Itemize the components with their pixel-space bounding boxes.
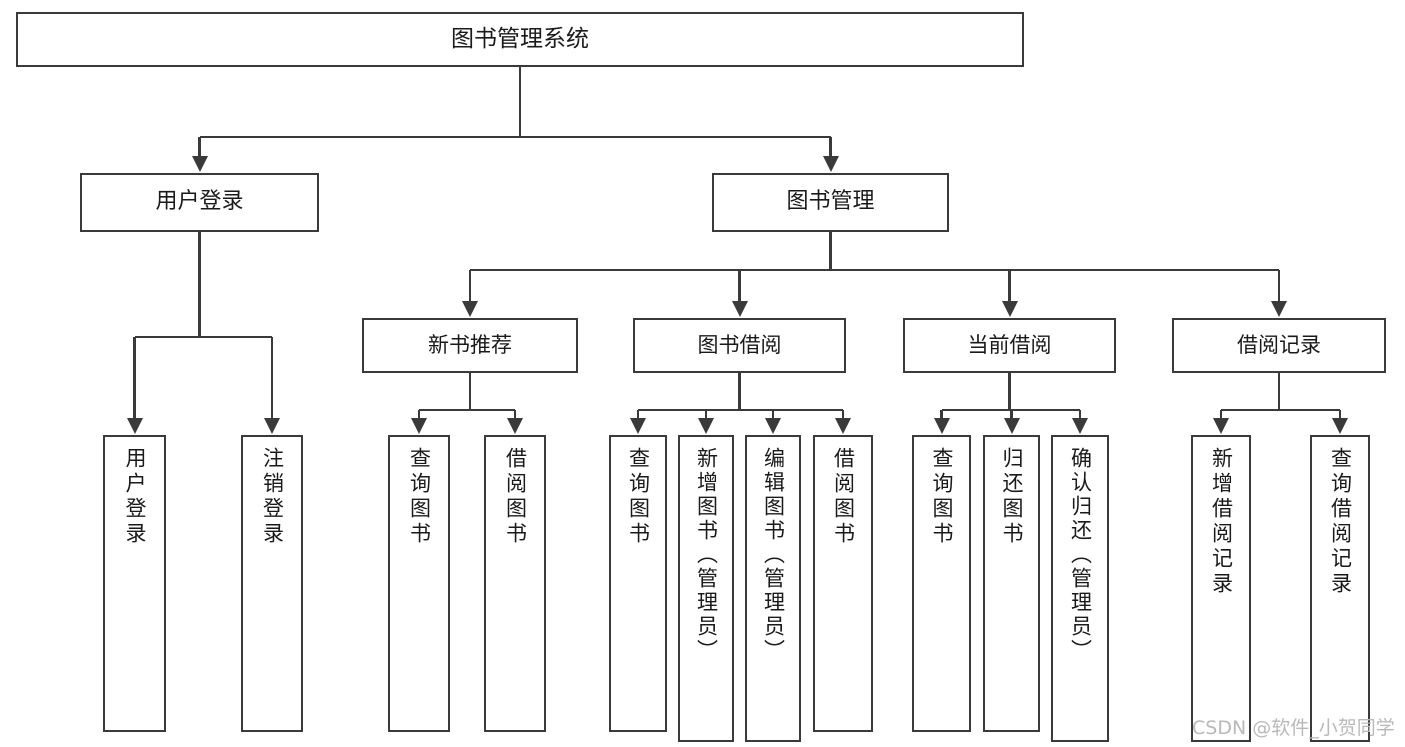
connector-to-leaf-borrow-book-2 — [841, 410, 845, 419]
node-leaf-query-book-1[interactable]: 查询图书 — [388, 435, 450, 732]
node-user-login[interactable]: 用户登录 — [80, 173, 319, 232]
arrowhead-icon — [835, 418, 851, 434]
node-leaf-add-book[interactable]: 新增图书（管理员） — [678, 435, 734, 742]
node-label: 新增借阅记录 — [1209, 447, 1234, 597]
arrowhead-icon — [698, 418, 714, 434]
connector-to-current-borrow — [1008, 270, 1011, 302]
node-label: 归还图书 — [1000, 447, 1024, 547]
connector-new-book-rec-bus — [419, 408, 515, 412]
connector-user-login-stem — [198, 232, 201, 337]
connector-to-new-book-rec — [468, 270, 472, 302]
arrowhead-icon — [126, 418, 143, 434]
connector-to-leaf-query-book-3 — [940, 410, 943, 419]
node-leaf-add-record[interactable]: 新增借阅记录 — [1191, 435, 1251, 742]
connector-to-leaf-borrow-book-1 — [513, 410, 517, 419]
arrowhead-icon — [1213, 418, 1229, 434]
node-leaf-borrow-book-1[interactable]: 借阅图书 — [484, 435, 546, 732]
arrowhead-icon — [630, 418, 646, 434]
node-current-borrow[interactable]: 当前借阅 — [903, 318, 1116, 373]
connector-new-book-rec-stem — [468, 373, 472, 410]
arrowhead-icon — [765, 418, 781, 434]
connector-to-leaf-edit-book — [771, 410, 775, 419]
connector-book-manage-bus — [470, 268, 1279, 272]
connector-borrow-record-stem — [1277, 373, 1281, 410]
connector-to-leaf-query-record — [1338, 410, 1342, 419]
node-leaf-query-record[interactable]: 查询借阅记录 — [1310, 435, 1370, 742]
arrowhead-icon — [933, 418, 950, 434]
node-leaf-borrow-book-2[interactable]: 借阅图书 — [813, 435, 873, 732]
connector-current-borrow-stem — [1008, 373, 1011, 410]
connector-book-manage-stem — [829, 232, 832, 270]
node-label: 借阅图书 — [831, 447, 856, 547]
node-leaf-confirm-return[interactable]: 确认归还（管理员） — [1051, 435, 1109, 742]
connector-to-leaf-query-book-1 — [417, 410, 421, 419]
node-label: 借阅记录 — [1237, 332, 1321, 357]
arrowhead-icon — [822, 156, 839, 172]
connector-to-leaf-add-book — [704, 410, 708, 419]
node-label: 图书管理 — [786, 189, 875, 215]
node-label: 借阅图书 — [503, 447, 528, 547]
connector-to-leaf-logout-login — [270, 337, 274, 419]
arrowhead-icon — [1332, 418, 1348, 434]
connector-to-leaf-user-login — [133, 337, 136, 419]
connector-to-leaf-return-book — [1010, 410, 1013, 419]
connector-root-stem — [518, 67, 522, 137]
node-label: 新书推荐 — [428, 332, 512, 357]
node-leaf-user-login[interactable]: 用户登录 — [103, 435, 166, 732]
connector-to-leaf-add-record — [1219, 410, 1223, 419]
node-borrow-record[interactable]: 借阅记录 — [1172, 318, 1386, 373]
node-root[interactable]: 图书管理系统 — [16, 12, 1024, 67]
node-label: 当前借阅 — [967, 332, 1052, 357]
connector-to-book-borrow — [738, 270, 741, 302]
connector-to-leaf-confirm-return — [1078, 410, 1082, 419]
arrowhead-icon — [731, 301, 748, 317]
node-label: 新增图书（管理员） — [694, 447, 719, 663]
arrowhead-icon — [1001, 301, 1018, 317]
connector-to-user-login — [198, 137, 201, 157]
node-label: 编辑图书（管理员） — [761, 447, 786, 663]
arrowhead-icon — [1072, 418, 1088, 434]
node-leaf-edit-book[interactable]: 编辑图书（管理员） — [745, 435, 801, 742]
connector-to-book-manage — [829, 137, 832, 157]
arrowhead-icon — [264, 418, 280, 434]
node-label: 用户登录 — [155, 189, 244, 215]
node-book-manage[interactable]: 图书管理 — [712, 173, 949, 232]
node-leaf-return-book[interactable]: 归还图书 — [983, 435, 1040, 732]
connector-book-borrow-stem — [738, 373, 741, 410]
arrowhead-icon — [1271, 301, 1287, 317]
node-label: 图书管理系统 — [451, 25, 589, 52]
node-label: 注销登录 — [260, 447, 285, 547]
connector-user-login-bus — [134, 335, 272, 339]
node-label: 查询图书 — [930, 447, 954, 547]
node-book-borrow[interactable]: 图书借阅 — [633, 318, 846, 373]
node-label: 查询图书 — [626, 447, 651, 547]
arrowhead-icon — [411, 418, 427, 434]
arrowhead-icon — [462, 301, 478, 317]
node-label: 查询借阅记录 — [1328, 447, 1353, 597]
node-new-book-rec[interactable]: 新书推荐 — [362, 318, 578, 373]
node-label: 确认归还（管理员） — [1068, 447, 1093, 663]
connector-root-bus — [199, 135, 831, 139]
connector-to-leaf-query-book-2 — [636, 410, 640, 419]
arrowhead-icon — [1003, 418, 1020, 434]
arrowhead-icon — [507, 418, 523, 434]
node-leaf-logout-login[interactable]: 注销登录 — [241, 435, 303, 732]
node-leaf-query-book-3[interactable]: 查询图书 — [912, 435, 971, 732]
node-label: 用户登录 — [123, 447, 147, 547]
arrowhead-icon — [191, 156, 208, 172]
node-leaf-query-book-2[interactable]: 查询图书 — [609, 435, 667, 732]
connector-book-borrow-bus — [638, 408, 843, 412]
node-label: 查询图书 — [407, 447, 432, 547]
connector-borrow-record-bus — [1221, 408, 1340, 412]
connector-to-borrow-record — [1277, 270, 1281, 302]
node-label: 图书借阅 — [697, 332, 782, 357]
